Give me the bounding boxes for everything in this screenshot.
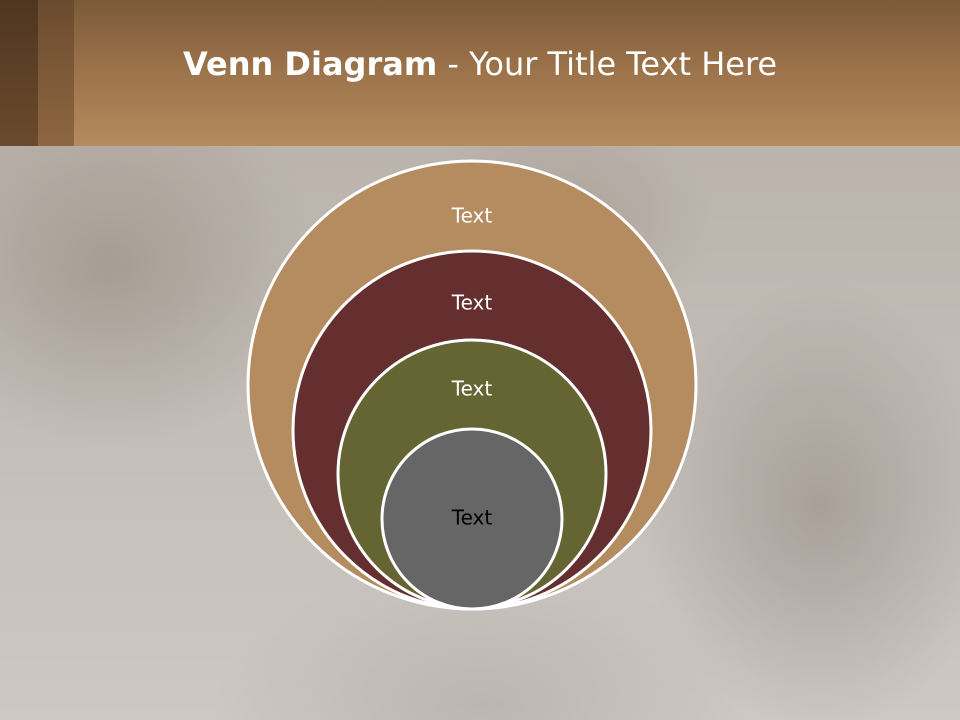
title-bar: Venn Diagram - Your Title Text Here (0, 0, 960, 146)
slide-title-bold: Venn Diagram (183, 45, 438, 83)
accent-stripe-medium (38, 0, 74, 146)
accent-stripe-dark (0, 0, 38, 146)
third-ring-label[interactable]: Text (451, 377, 493, 401)
second-ring-label[interactable]: Text (451, 291, 493, 315)
slide-title[interactable]: Venn Diagram - Your Title Text Here (183, 40, 777, 88)
outer-ring-label[interactable]: Text (451, 204, 493, 228)
slide-title-rest: - Your Title Text Here (437, 45, 778, 83)
inner-ring[interactable] (380, 427, 564, 611)
inner-ring-label[interactable]: Text (451, 506, 493, 530)
